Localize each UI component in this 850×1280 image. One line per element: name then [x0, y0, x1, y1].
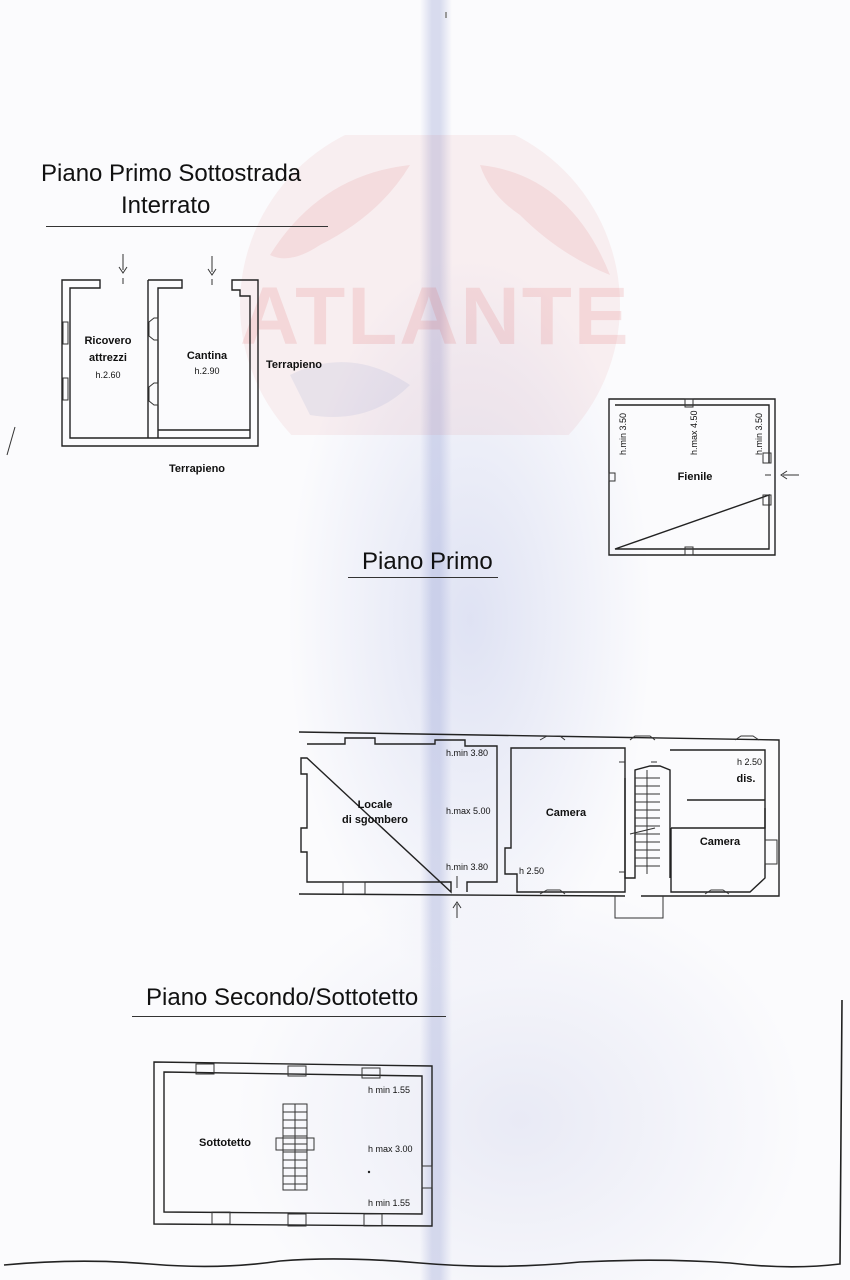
barn-height-west: h.min 3.50 — [618, 413, 628, 455]
second-floor-title-underline — [132, 1016, 446, 1017]
disimpegno-height: h 2.50 — [737, 757, 762, 767]
entry-arrow-icon — [780, 470, 799, 480]
first-floor-title-underline — [348, 577, 498, 578]
basement-floor-plan: Ricovero attrezzi h.2.60 Cantina h.2.90 … — [61, 254, 322, 475]
entry-arrow-icon — [452, 901, 462, 918]
room-name-ricovero-line2: attrezzi — [89, 352, 127, 364]
barn-height-center: h.max 4.50 — [689, 410, 699, 455]
camera-1-height: h 2.50 — [519, 866, 544, 876]
scan-mark — [6, 426, 16, 456]
entry-arrow-icon — [207, 256, 217, 285]
room-name-fienile: Fienile — [678, 471, 713, 483]
first-floor-title: Piano Primo — [362, 548, 493, 575]
locale-height-center: h.max 5.00 — [446, 806, 491, 816]
room-height-ricovero: h.2.60 — [95, 370, 120, 380]
room-name-ricovero-line1: Ricovero — [84, 335, 131, 347]
room-name-cantina: Cantina — [187, 350, 228, 362]
room-name-locale-line1: Locale — [358, 799, 393, 811]
locale-height-south: h.min 3.80 — [446, 862, 488, 872]
first-floor-plan: Locale di sgombero h.min 3.80 h.max 5.00… — [298, 731, 780, 919]
room-name-disimpegno: dis. — [737, 773, 756, 785]
room-name-locale-line2: di sgombero — [342, 814, 408, 826]
room-height-cantina: h.2.90 — [194, 366, 219, 376]
sottotetto-height-center: h max 3.00 — [368, 1144, 413, 1154]
second-floor-plan: Sottotetto h min 1.55 h max 3.00 h min 1… — [153, 1061, 433, 1227]
basement-title-line2: Interrato — [121, 192, 211, 219]
second-floor-title: Piano Secondo/Sottotetto — [146, 984, 419, 1011]
room-name-sottotetto: Sottotetto — [199, 1137, 251, 1149]
basement-title-line1: Piano Primo Sottostrada — [41, 160, 302, 187]
room-name-camera-2: Camera — [700, 836, 741, 848]
basement-title-underline — [46, 226, 328, 227]
label-terrapieno-south: Terrapieno — [169, 463, 225, 475]
label-terrapieno-east: Terrapieno — [266, 359, 322, 371]
sottotetto-height-south: h min 1.55 — [368, 1198, 410, 1208]
sottotetto-height-north: h min 1.55 — [368, 1085, 410, 1095]
barn-floor-plan: h.min 3.50 h.max 4.50 h.min 3.50 Fienile — [608, 398, 799, 556]
locale-height-north: h.min 3.80 — [446, 748, 488, 758]
barn-height-east: h.min 3.50 — [754, 413, 764, 455]
entry-arrow-icon — [118, 254, 128, 284]
room-name-camera-1: Camera — [546, 807, 587, 819]
